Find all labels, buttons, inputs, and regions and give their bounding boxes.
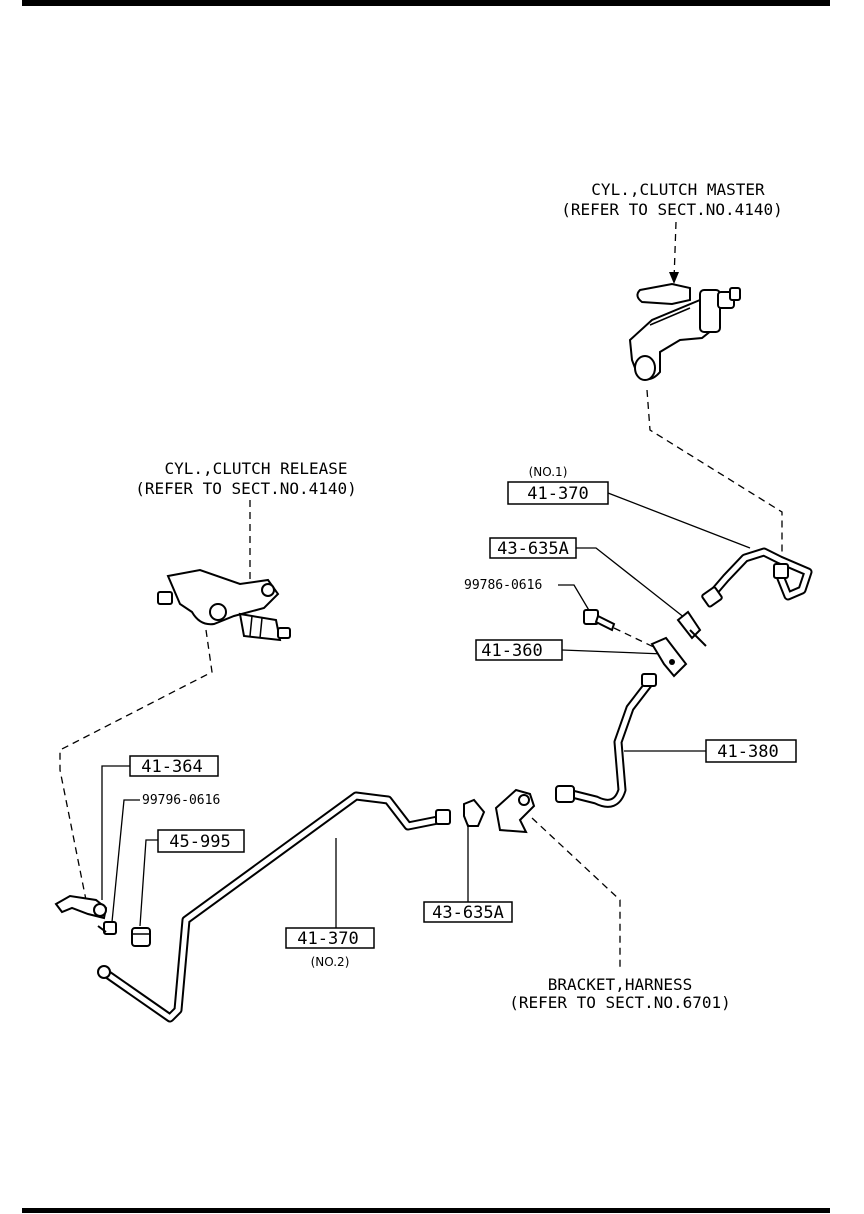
bolt-upper-drawing <box>583 609 616 632</box>
bracket-41364-leader <box>101 765 130 900</box>
hose-41380-drawing <box>555 673 657 808</box>
master-to-pipe-dashed <box>646 389 783 552</box>
bracket-harness-reference: (REFER TO SECT.NO.6701) <box>509 993 731 1012</box>
bottom-border <box>22 1208 830 1213</box>
clip-upper-drawing <box>676 610 707 647</box>
release-to-pipe-dashed <box>59 629 213 901</box>
release-cylinder-title: CYL.,CLUTCH RELEASE <box>164 459 347 478</box>
bolt-lower-drawing <box>97 921 117 935</box>
bushing-45995-leader <box>139 839 158 927</box>
bushing-45995-drawing <box>131 927 151 947</box>
pipe-no2-callout-box <box>285 927 375 949</box>
master-cylinder-reference: (REFER TO SECT.NO.4140) <box>561 200 783 219</box>
pipe-no2-part-number: 41-370 <box>297 929 358 949</box>
pipe-no1-drawing <box>701 547 813 608</box>
bracket-harness-drawing <box>494 788 536 834</box>
bolt-lower-leader <box>111 799 140 923</box>
pipe-no2-note: (NO.2) <box>311 955 350 969</box>
pipe-no2-drawing <box>97 791 451 1023</box>
bolt-lower-part-number: 99796-0616 <box>142 793 220 808</box>
bracket-41364-drawing <box>54 894 108 920</box>
pipe-no1-leader <box>607 492 751 549</box>
master-cylinder-drawing <box>628 282 741 381</box>
release-cylinder-drawing <box>157 568 291 642</box>
top-border <box>22 0 830 6</box>
pipe-no1-part-number: 41-370 <box>527 484 588 504</box>
bolt-upper-leader <box>558 584 591 613</box>
pipe-no1-note: (NO.1) <box>529 465 568 479</box>
bracket-harness-title: BRACKET,HARNESS <box>548 975 693 994</box>
bracket-41360-drawing <box>650 636 688 678</box>
bracket-41360-leader <box>561 649 665 655</box>
bushing-45995-part-number: 45-995 <box>169 832 230 852</box>
release-cylinder-reference: (REFER TO SECT.NO.4140) <box>135 479 357 498</box>
clip-upper-leader <box>576 547 691 623</box>
clip-lower-part-number: 43-635A <box>432 903 504 923</box>
master-cylinder-leader <box>673 221 677 281</box>
hose-41380-part-number: 41-380 <box>717 742 778 762</box>
bushing-45995-callout-box <box>157 829 245 853</box>
bolt-upper-part-number: 99786-0616 <box>464 578 542 593</box>
clip-upper-part-number: 43-635A <box>497 539 569 559</box>
master-cylinder-arrow <box>669 272 679 284</box>
clip-lower-drawing <box>463 798 486 827</box>
bracket-41364-part-number: 41-364 <box>141 757 202 777</box>
master-cylinder-title: CYL.,CLUTCH MASTER <box>591 180 765 199</box>
bracket-41360-part-number: 41-360 <box>481 641 542 661</box>
bracket-harness-leader <box>531 817 621 970</box>
